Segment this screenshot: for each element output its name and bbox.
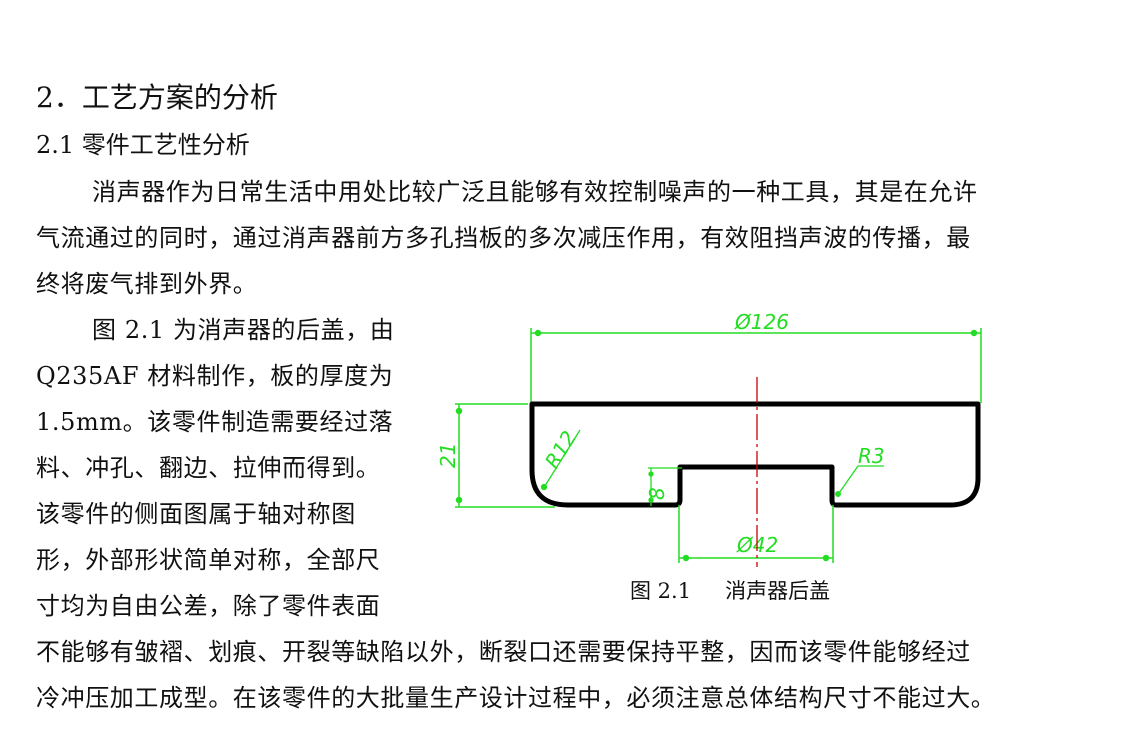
paragraph-line: 气流通过的同时，通过消声器前方多孔挡板的多次减压作用，有效阻挡声波的传播，最 <box>36 224 971 252</box>
subsection-heading: 2.1 零件工艺性分析 <box>36 131 250 159</box>
paragraph-line: 1.5mm。该零件制造需要经过落 <box>36 408 394 436</box>
figure-caption: 图 2.1 消声器后盖 <box>630 577 830 605</box>
dimension-outer-radius <box>540 429 581 491</box>
paragraph-line: 图 2.1 为消声器的后盖，由 <box>92 316 395 344</box>
dimension-height <box>455 403 555 508</box>
paragraph-line: 寸均为自由公差，除了零件表面 <box>36 592 381 620</box>
figure-caption-number: 图 2.1 <box>630 579 692 603</box>
dimension-outer-diameter <box>530 328 982 403</box>
dimension-label-boss-height: 8 <box>645 487 669 500</box>
paragraph-line: 形，外部形状简单对称，全部尺 <box>36 546 381 574</box>
dimension-label-outer-diameter: Ø126 <box>734 310 789 334</box>
dimension-label-height: 21 <box>436 443 460 468</box>
dimension-inner-diameter <box>678 505 834 563</box>
section-heading: 2．工艺方案的分析 <box>36 81 278 114</box>
paragraph-line: Q235AF 材料制作，板的厚度为 <box>36 362 394 390</box>
dimension-label-outer-radius: R12 <box>540 427 581 473</box>
paragraph-line: 该零件的侧面图属于轴对称图 <box>36 500 356 528</box>
dimension-inner-radius <box>835 465 884 497</box>
paragraph-line: 不能够有皱褶、划痕、开裂等缺陷以外，断裂口还需要保持平整，因而该零件能够经过 <box>36 638 971 666</box>
dimension-label-inner-radius: R3 <box>858 444 885 468</box>
paragraph-line: 料、冲孔、翻边、拉伸而得到。 <box>36 454 381 482</box>
paragraph-line: 终将废气排到外界。 <box>36 270 258 298</box>
figure-caption-title: 消声器后盖 <box>725 579 831 603</box>
dimension-boss-height <box>648 467 682 506</box>
part-outline <box>529 401 981 508</box>
paragraph-line: 冷冲压加工成型。在该零件的大批量生产设计过程中，必须注意总体结构尺寸不能过大。 <box>36 684 996 712</box>
paragraph-line: 消声器作为日常生活中用处比较广泛且能够有效控制噪声的一种工具，其是在允许 <box>92 178 978 206</box>
